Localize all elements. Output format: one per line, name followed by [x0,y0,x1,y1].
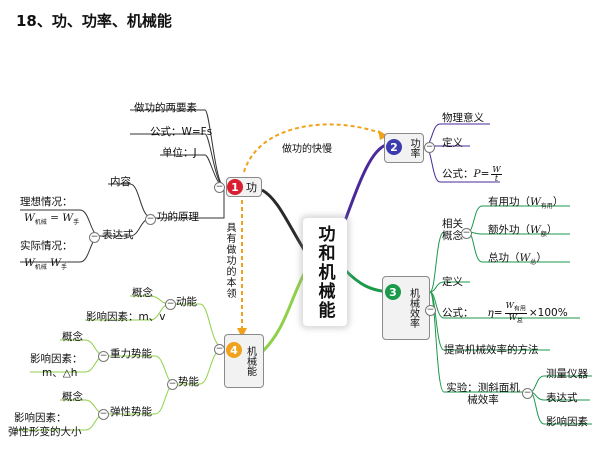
measuring-instruments: 测量仪器 [546,368,588,380]
power-label: 功率 [408,138,419,158]
improve-efficiency: 提高机械效率的方法 [444,344,539,356]
power-definition: 定义 [442,137,463,149]
power-badge: 2 [386,139,402,155]
elastic-concept: 概念 [62,391,83,403]
kinetic-energy: 动能 [176,296,197,308]
actual-case-formula: W机械 W手 [24,257,67,272]
experiment-expression: 表达式 [546,392,578,404]
total-work: 总功（W总） [488,252,547,267]
efficiency-experiment: 实验：测斜面机械效率 [446,382,520,407]
efficiency-badge: 3 [385,284,401,300]
elastic-factors-label: 影响因素： [14,412,67,424]
gravity-factors-value: m、△h [42,367,78,379]
work-two-factors: 做功的两要素 [134,102,197,114]
kinetic-collapse-toggle[interactable]: − [165,299,176,310]
actual-case-label: 实际情况： [20,240,73,252]
potential-collapse-toggle[interactable]: − [167,379,178,390]
work-label: 功 [246,181,257,194]
power-collapse-toggle[interactable]: − [424,142,435,153]
kinetic-concept: 概念 [132,287,153,299]
link-label-fast-slow: 做功的快慢 [282,144,332,155]
work-principle: 功的原理 [157,211,199,223]
page-title: 18、功、功率、机械能 [16,12,172,30]
center-node[interactable]: 功和机械能 [303,218,347,326]
elastic-factors-value: 弹性形变的大小 [8,426,82,438]
expression-collapse-toggle[interactable]: − [89,232,100,243]
experiment-collapse-toggle[interactable]: − [522,388,533,399]
extra-work: 额外功（W额） [488,224,558,239]
gravitational-potential: 重力势能 [110,348,152,360]
elastic-collapse-toggle[interactable]: − [98,409,109,420]
gravity-collapse-toggle[interactable]: − [98,351,109,362]
work-unit: 单位：J [162,147,197,159]
ideal-case-label: 理想情况： [20,196,73,208]
principle-expression: 表达式 [102,229,134,241]
work-formula: 公式：W=Fs [150,126,213,138]
energy-label: 机械能 [244,346,256,376]
efficiency-definition: 定义 [442,276,463,288]
related-collapse-toggle[interactable]: − [461,228,472,239]
related-concepts: 相关概念 [442,218,463,243]
work-badge: 1 [227,179,243,195]
energy-collapse-toggle[interactable]: − [214,344,225,355]
principle-collapse-toggle[interactable]: − [145,214,156,225]
gravity-concept: 概念 [62,331,83,343]
influencing-factors: 影响因素 [546,416,588,428]
efficiency-collapse-toggle[interactable]: − [425,305,436,316]
principle-content: 内容 [110,176,131,188]
link-label-capacity: 具有做功的本领 [224,222,235,299]
efficiency-label: 机械效率 [407,288,419,328]
energy-badge: 4 [226,342,242,358]
center-label: 功和机械能 [314,224,335,320]
potential-energy: 势能 [178,376,199,388]
ideal-case-formula: W机械 = W手 [24,212,80,227]
gravity-factors-label: 影响因素： [30,353,83,365]
work-collapse-toggle[interactable]: − [214,182,225,193]
power-meaning: 物理意义 [442,112,484,124]
kinetic-factors: 影响因素：m、v [86,311,166,323]
useful-work: 有用功（W有用） [488,196,564,211]
elastic-potential: 弹性势能 [110,406,152,418]
